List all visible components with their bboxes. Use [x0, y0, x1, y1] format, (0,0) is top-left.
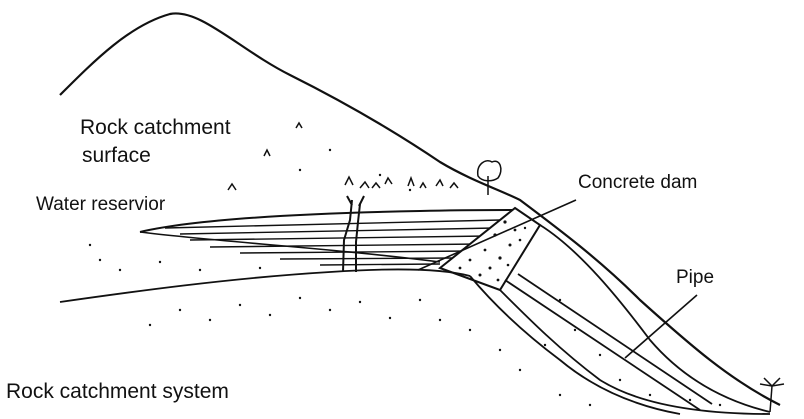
label-concrete-dam: Concrete dam	[578, 172, 697, 193]
caption: Rock catchment system	[6, 380, 229, 403]
hill-outline	[60, 13, 780, 405]
label-pipe: Pipe	[676, 267, 714, 288]
label-surface: surface	[82, 144, 151, 167]
pipe-leader-line	[625, 295, 697, 358]
label-water-reservoir: Water reservior	[36, 194, 166, 215]
label-rock-catchment: Rock catchment	[80, 116, 231, 139]
tree-in-reservoir	[343, 196, 364, 272]
